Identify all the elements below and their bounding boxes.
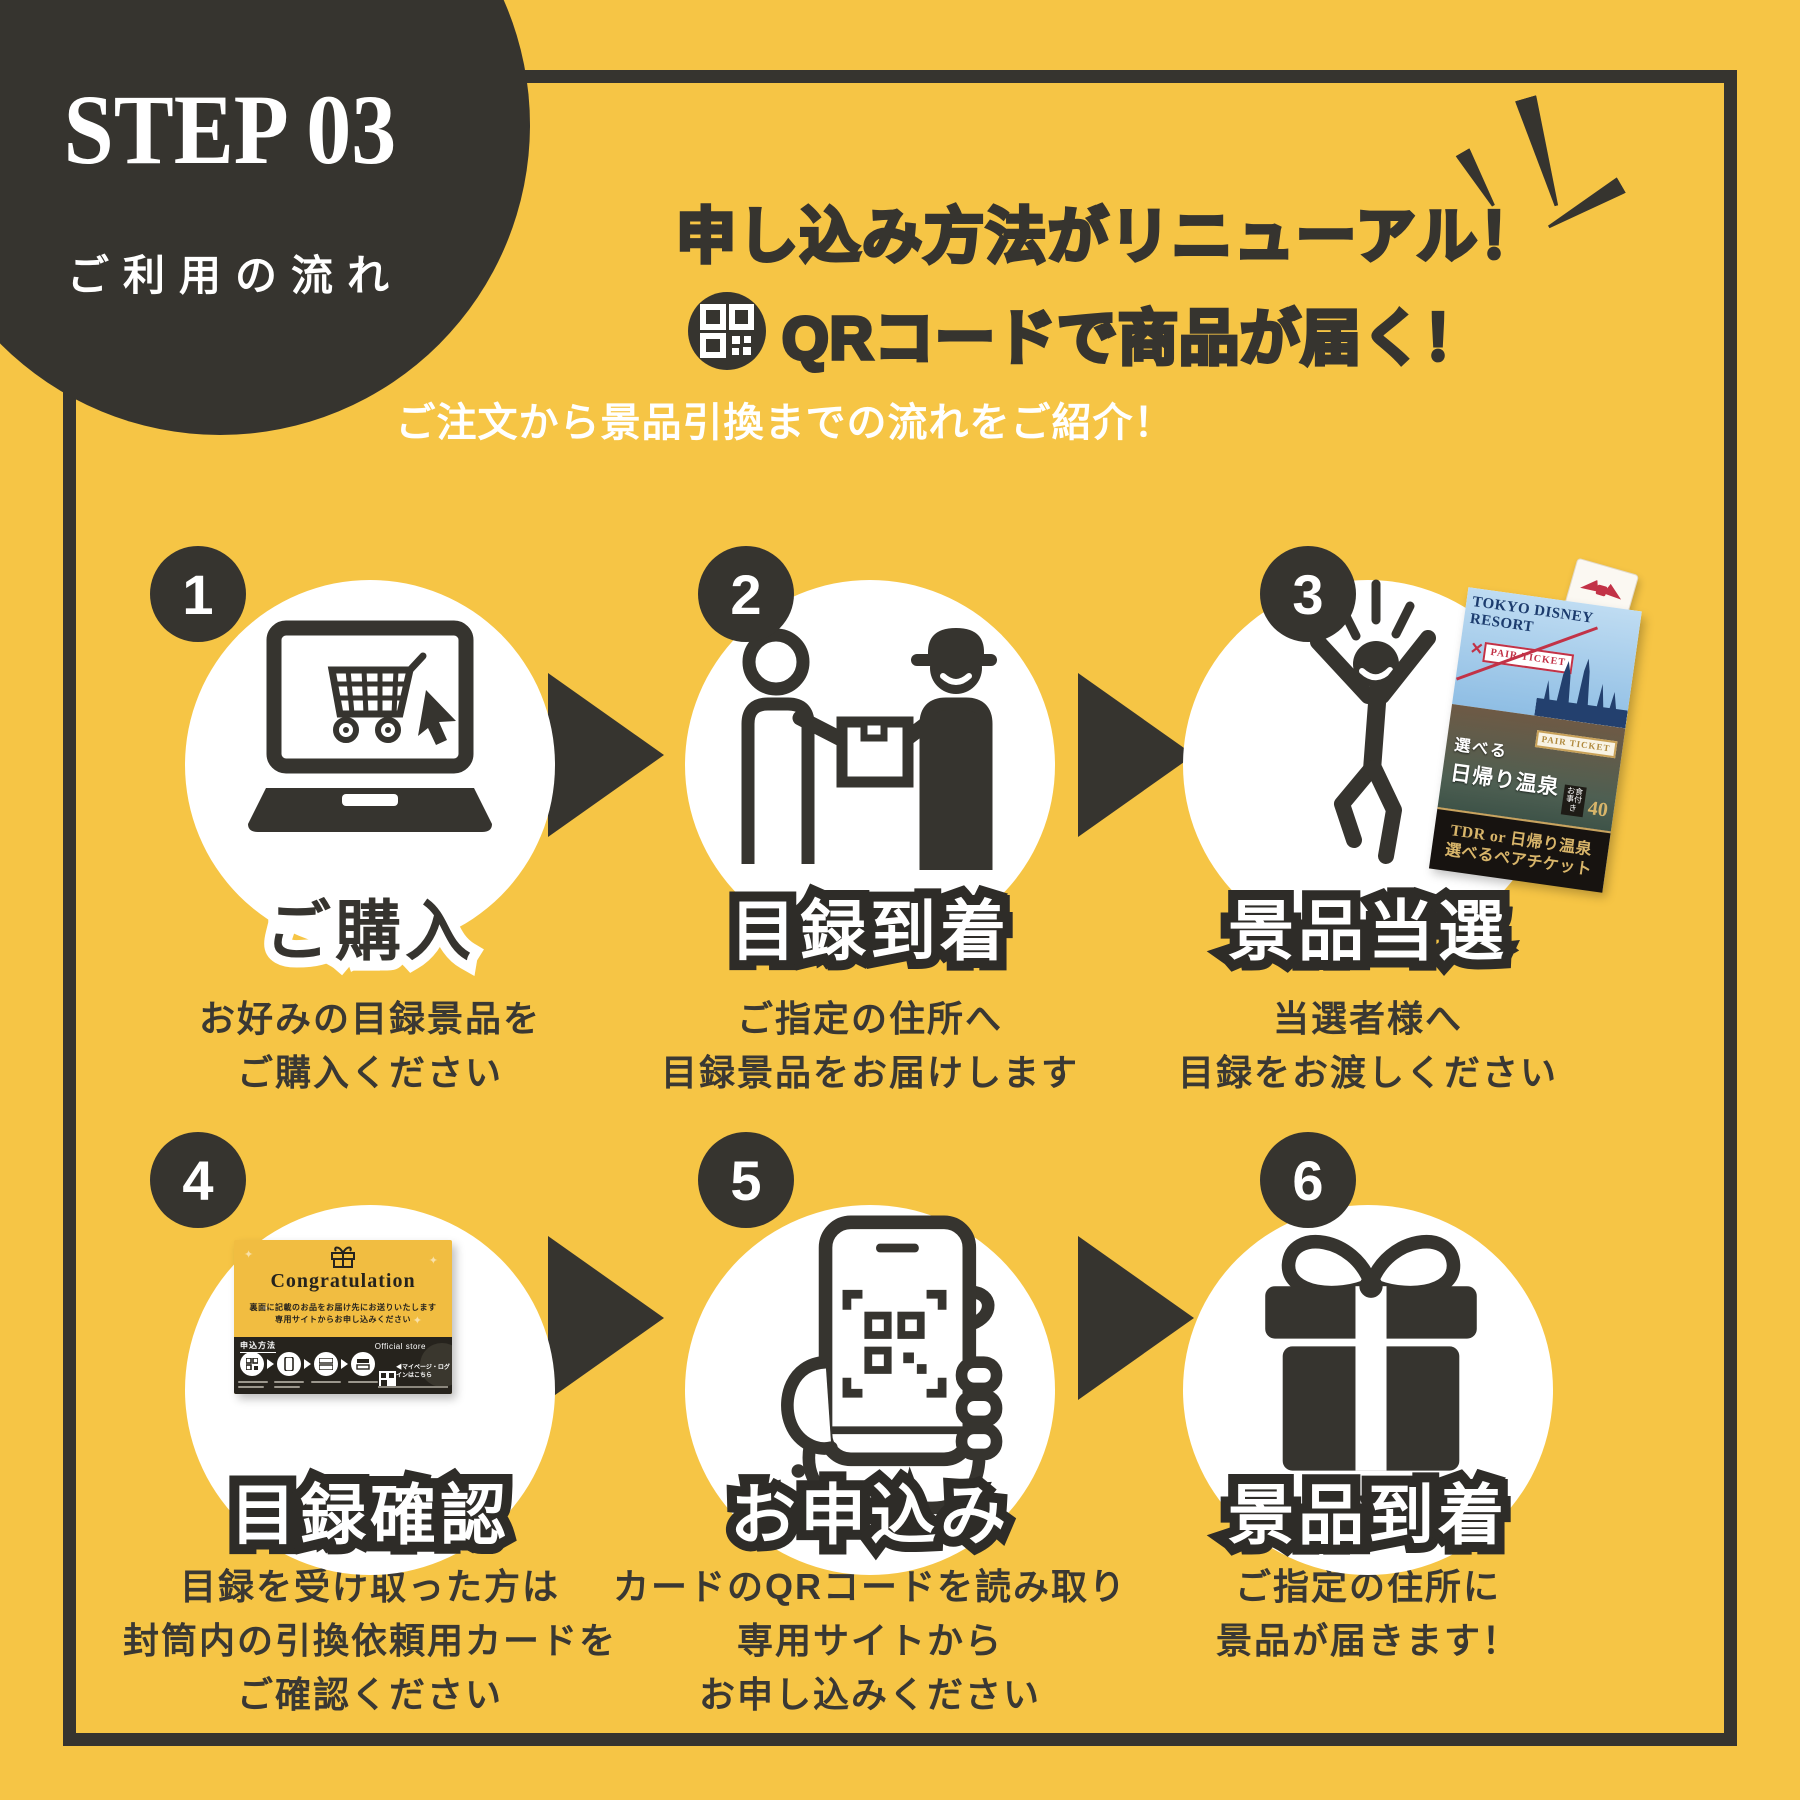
mini-done-step-icon	[351, 1352, 375, 1376]
gift-box-icon	[1240, 1222, 1502, 1499]
banner-subtitle: ご利用の流れ	[66, 252, 403, 299]
tiny-text-bar	[274, 1381, 304, 1383]
pair-ticket-label: PAIR TICKET	[1482, 642, 1575, 675]
mini-arrow-icon	[341, 1359, 348, 1369]
step-caption: ご指定の住所に 景品が届きます！	[1215, 1566, 1520, 1661]
pair-ticket-label2: PAIR TICKET	[1534, 730, 1618, 759]
step-caption: お好みの目録景品を ご購入ください	[198, 998, 541, 1093]
card-congrats-text: Congratulation	[270, 1270, 416, 1292]
step-number-badge: 6	[1260, 1132, 1356, 1228]
store-logo	[420, 1343, 452, 1387]
step-title: 景品当選	[1038, 878, 1698, 974]
step-caption: ご指定の住所へ 目録景品をお届けします	[660, 998, 1079, 1093]
arrow-right-icon	[548, 1236, 664, 1400]
card-bottom: 申込方法 Official store	[234, 1337, 452, 1394]
arrow-right-icon	[1078, 673, 1194, 837]
headline-line1: 申し込み方法がリニューアル！	[674, 201, 1541, 272]
meal-badge: お食事付き	[1560, 784, 1587, 818]
mini-phone-step-icon	[277, 1352, 301, 1376]
delivery-handoff-icon	[712, 620, 1022, 875]
spark-strokes-icon	[1458, 96, 1628, 246]
tiny-text-bar	[238, 1381, 268, 1383]
star-icon: ✦	[412, 1315, 422, 1327]
step-number-badge: 4	[150, 1132, 246, 1228]
card-store-label: Official store	[374, 1342, 426, 1351]
winner-jumping-icon	[1298, 572, 1448, 877]
step-number-badge: 2	[698, 546, 794, 642]
card-top: ✦ ✦ ✦ ✦ Congratulation 裏面に記載のお品をお届け先にお送り…	[234, 1240, 452, 1337]
step-number-label: STEP 03	[63, 74, 397, 185]
qr-code-icon	[688, 292, 766, 370]
mini-arrow-icon	[267, 1359, 274, 1369]
headline-line2: QRコードで商品が届く！	[780, 303, 1485, 374]
star-icon: ✦	[244, 1249, 254, 1261]
card-mypage-label: ◀マイページ・ログインはこちら	[396, 1365, 450, 1380]
arrow-right-icon	[548, 673, 664, 837]
card-qr-code	[379, 1371, 396, 1388]
mini-arrow-icon	[304, 1359, 311, 1369]
step-number: 1	[182, 562, 214, 626]
mini-form-step-icon	[314, 1352, 338, 1376]
tiny-text-bar	[238, 1386, 264, 1388]
intro-text: ご注文から景品引換までの流れをご紹介！	[395, 401, 1175, 445]
prize-brand: TOKYO DISNEY RESORT	[1469, 594, 1594, 645]
card-method-label: 申込方法	[240, 1340, 276, 1353]
tiny-text-bar	[274, 1386, 300, 1388]
gift-outline-icon	[330, 1245, 356, 1274]
star-icon: ✦	[428, 1255, 438, 1267]
step-number: 5	[730, 1148, 762, 1212]
step-title: 景品到着	[1038, 1462, 1698, 1558]
step-caption: 当選者様へ 目録をお渡しください	[1177, 998, 1558, 1093]
tiny-text-bar	[311, 1381, 341, 1383]
star-icon: ✦	[260, 1303, 270, 1315]
step-number: 6	[1292, 1148, 1324, 1212]
onsen-line2: 日帰り温泉	[1448, 760, 1562, 800]
step-number: 3	[1292, 562, 1324, 626]
count-label: 40	[1586, 797, 1610, 822]
tiny-text-bar	[348, 1381, 378, 1383]
congratulation-card: ✦ ✦ ✦ ✦ Congratulation 裏面に記載のお品をお届け先にお送り…	[234, 1240, 452, 1394]
mini-qr-step-icon	[240, 1352, 264, 1376]
card-description: 裏面に記載のお品をお届け先にお送りいたします 専用サイトからお申し込みください	[249, 1303, 437, 1325]
step-caption: 目録を受け取った方は 封筒内の引換依頼用カードを ご確認ください	[122, 1566, 617, 1715]
step-number: 4	[182, 1148, 214, 1212]
laptop-cart-icon	[230, 618, 510, 873]
arrow-right-icon	[1078, 1236, 1194, 1400]
step-number-badge: 5	[698, 1132, 794, 1228]
step-number: 2	[730, 562, 762, 626]
step-number-badge: 1	[150, 546, 246, 642]
tiny-url-bar	[378, 1386, 448, 1388]
step-number-badge: 3	[1260, 546, 1356, 642]
